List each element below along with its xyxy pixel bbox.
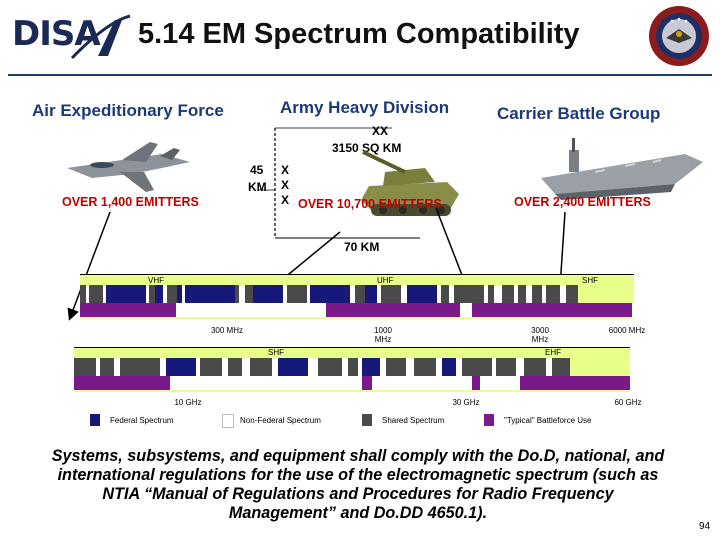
spectrum-segment xyxy=(200,358,222,376)
band-ehf: EHF xyxy=(545,348,561,357)
legend-shared-swatch xyxy=(362,414,372,426)
tick-60ghz: 60 GHz xyxy=(608,398,648,407)
compliance-statement: Systems, subsystems, and equipment shall… xyxy=(8,447,708,523)
spectrum-segment xyxy=(310,285,350,303)
statement-line: NTIA “Manual of Regulations and Procedur… xyxy=(8,485,708,504)
tick-30ghz: 30 GHz xyxy=(446,398,486,407)
spectrum-segment xyxy=(106,285,146,303)
spectrum-segment xyxy=(250,358,272,376)
legend-shared-label: Shared Spectrum xyxy=(382,416,444,425)
tick-300mhz: 300 MHz xyxy=(204,326,250,335)
spectrum-segment xyxy=(355,285,365,303)
legend-battleforce-label: "Typical" Battleforce Use xyxy=(504,416,592,425)
spectrum-segment xyxy=(155,285,163,303)
spectrum-segment xyxy=(546,285,560,303)
spectrum-segment xyxy=(442,358,456,376)
statement-line: Systems, subsystems, and equipment shall… xyxy=(8,447,708,466)
legend-battleforce-swatch xyxy=(484,414,494,426)
tick-6000mhz: 6000 MHz xyxy=(600,326,654,335)
tick-10ghz: 10 GHz xyxy=(168,398,208,407)
lower-federal-row xyxy=(74,358,630,376)
spectrum-segment xyxy=(74,358,96,376)
spectrum-segment xyxy=(89,285,103,303)
tick-3000mhz: 3000 MHz xyxy=(526,326,554,344)
spectrum-segment xyxy=(80,303,176,317)
spectrum-segment xyxy=(462,358,492,376)
lower-battleforce-row xyxy=(74,376,630,390)
spectrum-segment xyxy=(502,285,514,303)
spectrum-segment xyxy=(245,285,253,303)
spectrum-segment xyxy=(524,358,546,376)
spectrum-segment xyxy=(287,285,307,303)
spectrum-segment xyxy=(100,358,114,376)
spectrum-segment xyxy=(472,303,632,317)
spectrum-segment xyxy=(74,376,170,390)
spectrum-segment xyxy=(480,376,520,390)
tick-1000mhz: 1000 MHz xyxy=(370,326,396,344)
spectrum-segment xyxy=(566,285,578,303)
band-vhf: VHF xyxy=(148,276,164,285)
legend-federal-label: Federal Spectrum xyxy=(110,416,174,425)
spectrum-segment xyxy=(406,358,414,376)
legend-nonfederal-label: Non-Federal Spectrum xyxy=(240,416,321,425)
spectrum-segment xyxy=(372,376,472,390)
spectrum-segment xyxy=(552,358,570,376)
spectrum-segment xyxy=(253,285,283,303)
spectrum-segment xyxy=(185,285,235,303)
spectrum-segment xyxy=(318,358,342,376)
spectrum-segment xyxy=(308,358,318,376)
spectrum-segment xyxy=(120,358,160,376)
spectrum-segment xyxy=(365,285,377,303)
upper-federal-row xyxy=(80,285,634,303)
spectrum-segment xyxy=(166,358,196,376)
spectrum-segment xyxy=(362,376,372,390)
legend-nonfederal-swatch xyxy=(222,414,234,428)
spectrum-segment xyxy=(242,358,250,376)
spectrum-segment xyxy=(176,303,326,317)
spectrum-segment xyxy=(441,285,449,303)
spectrum-segment xyxy=(386,358,406,376)
spectrum-segment xyxy=(454,285,484,303)
spectrum-segment xyxy=(348,358,358,376)
page-number: 94 xyxy=(699,521,710,532)
spectrum-segment xyxy=(362,358,380,376)
legend-federal-swatch xyxy=(90,414,100,426)
spectrum-segment xyxy=(532,285,542,303)
spectrum-segment xyxy=(278,358,308,376)
spectrum-segment xyxy=(472,376,480,390)
spectrum-segment xyxy=(167,285,177,303)
spectrum-segment xyxy=(170,376,362,390)
upper-battleforce-row xyxy=(80,303,634,317)
spectrum-segment xyxy=(494,285,502,303)
spectrum-segment xyxy=(516,358,524,376)
spectrum-segment xyxy=(496,358,516,376)
statement-line: international regulations for the use of… xyxy=(8,466,708,485)
spectrum-segment xyxy=(460,303,472,317)
band-shf-upper: SHF xyxy=(582,276,598,285)
spectrum-segment xyxy=(228,358,242,376)
spectrum-segment xyxy=(414,358,436,376)
spectrum-segment xyxy=(381,285,401,303)
spectrum-segment xyxy=(518,285,526,303)
spectrum-segment xyxy=(520,376,630,390)
spectrum-segment xyxy=(326,303,460,317)
band-uhf: UHF xyxy=(377,276,393,285)
statement-line: Management” and Do.DD 4650.1). xyxy=(8,504,708,523)
spectrum-segment xyxy=(407,285,437,303)
band-shf-lower: SHF xyxy=(268,348,284,357)
